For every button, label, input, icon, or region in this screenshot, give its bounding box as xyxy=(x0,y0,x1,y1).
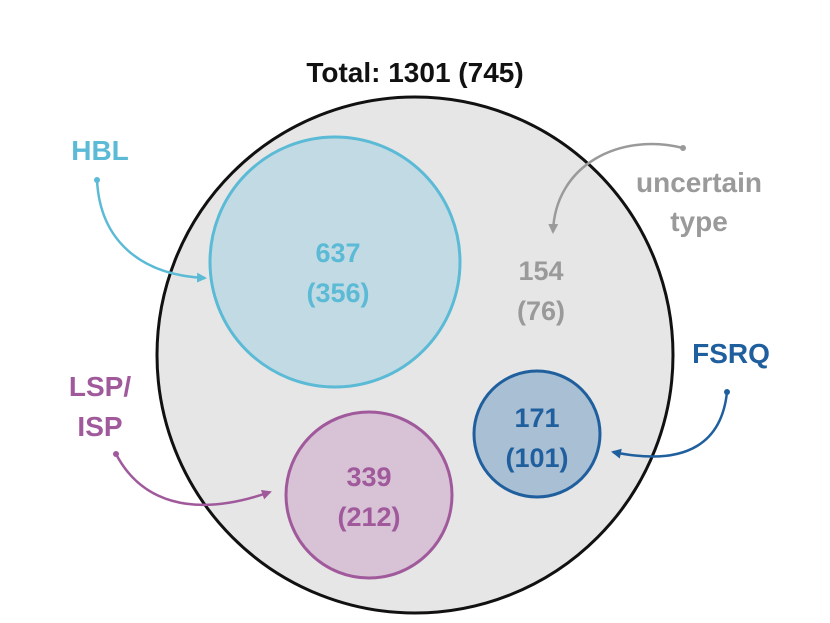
uncertain-sub-count: (76) xyxy=(517,296,565,326)
hbl-count: 637 xyxy=(315,238,360,268)
lsp-isp-label-line1: LSP/ xyxy=(69,371,131,402)
fsrq-arrow xyxy=(611,391,729,459)
uncertain-arrow xyxy=(548,142,684,234)
fsrq-count: 171 xyxy=(514,403,559,433)
lsp-isp-label-line2: ISP xyxy=(77,411,122,442)
diagram-title: Total: 1301 (745) xyxy=(306,57,523,88)
fsrq-arrow-tail-dot xyxy=(724,389,730,395)
uncertain-count: 154 xyxy=(518,256,563,286)
hbl-sub-count: (356) xyxy=(306,278,369,308)
lsp-isp-arrow xyxy=(114,453,272,507)
lsp-isp-arrow-tail-dot xyxy=(113,451,119,457)
fsrq-circle xyxy=(472,369,602,499)
uncertain-label-line1: uncertain xyxy=(636,167,762,198)
lsp-isp-sub-count: (212) xyxy=(337,502,400,532)
hbl-arrow-tail-dot xyxy=(94,177,100,183)
fsrq-label: FSRQ xyxy=(692,338,770,369)
fsrq-sub-count: (101) xyxy=(505,443,568,473)
lsp-isp-count: 339 xyxy=(346,462,391,492)
uncertain-arrow-tail-dot xyxy=(680,145,686,151)
hbl-circle xyxy=(208,135,462,389)
hbl-arrow xyxy=(95,179,207,283)
hbl-label: HBL xyxy=(71,135,129,166)
uncertain-label-line2: type xyxy=(670,206,728,237)
lsp-isp-circle xyxy=(284,410,454,580)
